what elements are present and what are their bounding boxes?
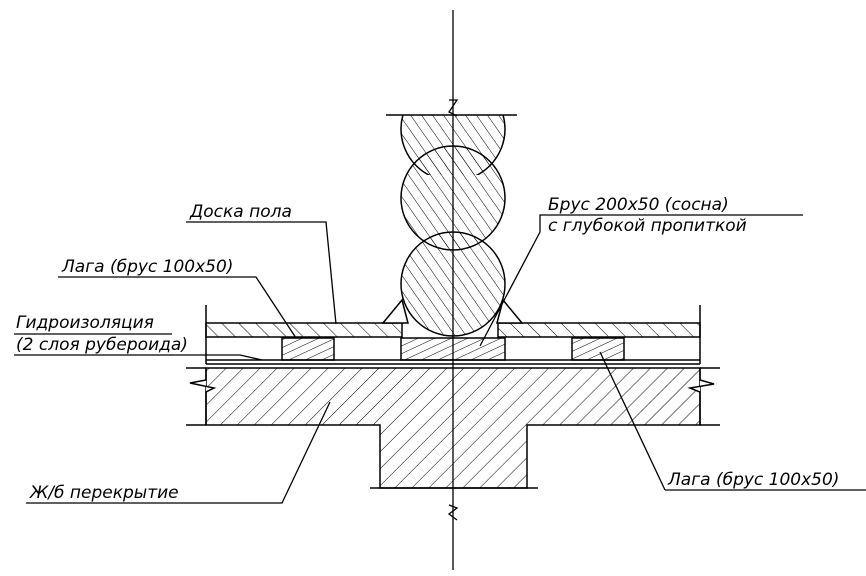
joist-left (281, 337, 335, 361)
label-floor-board: Доска пола (189, 202, 292, 222)
label-beam-line2: с глубокой пропиткой (548, 216, 747, 236)
label-waterproofing-line1: Гидроизоляция (16, 313, 154, 333)
label-beam-line1: Брус 200х50 (сосна) (548, 195, 729, 215)
label-joist-left: Лага (брус 100х50) (61, 257, 233, 277)
label-slab: Ж/б перекрытие (29, 483, 179, 503)
axis-line (447, 10, 459, 570)
label-waterproofing-line2: (2 слоя рубероида) (16, 335, 188, 355)
floor-board (205, 305, 701, 364)
labels: Доска пола Лага (брус 100х50) Гидроизоля… (16, 195, 839, 503)
label-joist-right: Лага (брус 100х50) (667, 470, 839, 490)
joist-right (571, 337, 625, 361)
leader-lines (14, 214, 866, 504)
